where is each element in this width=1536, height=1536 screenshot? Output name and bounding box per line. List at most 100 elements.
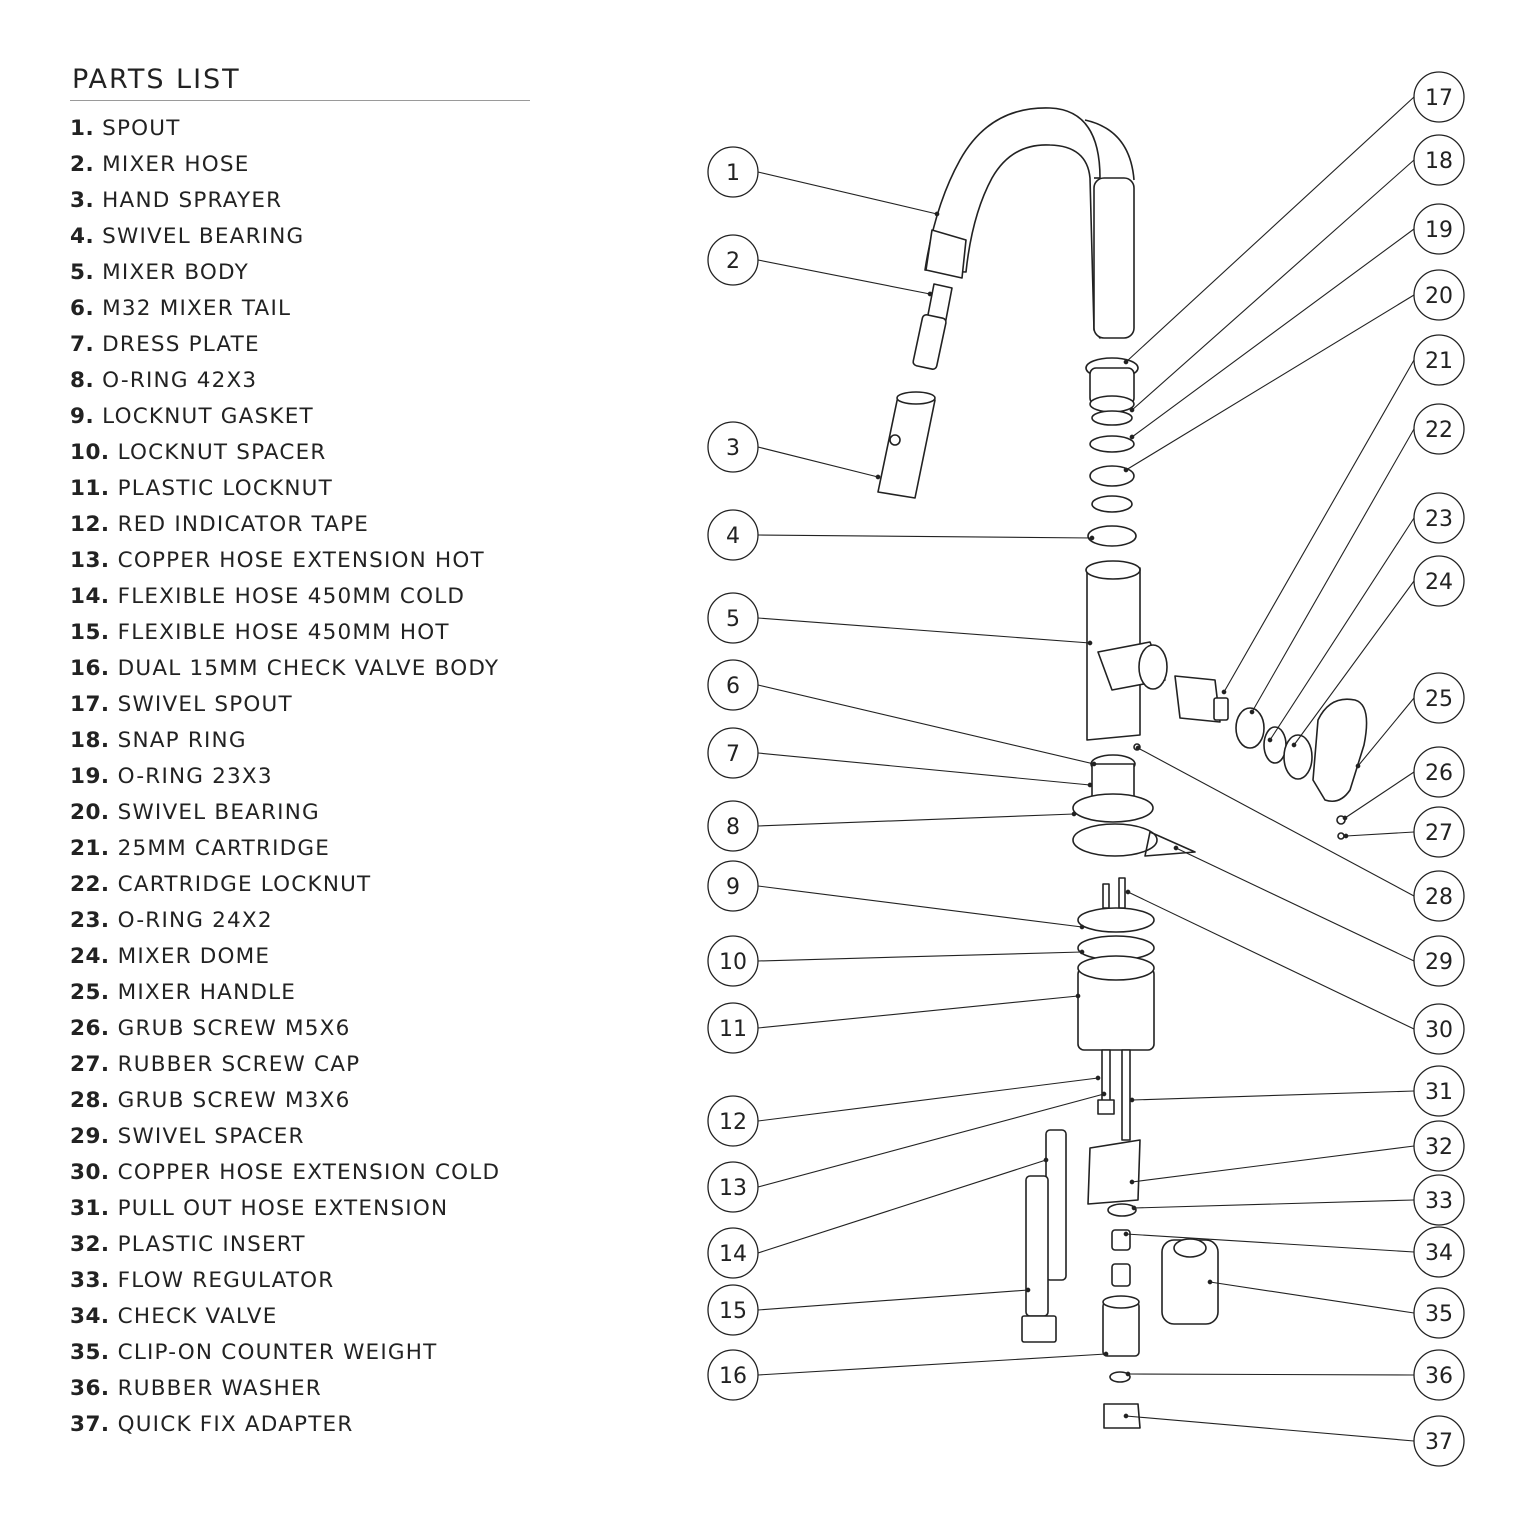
leader-lines [757, 96, 1415, 1442]
part-number: 3. [70, 188, 95, 213]
callout-31: 31 [1413, 1065, 1465, 1117]
part-name: M32 MIXER TAIL [94, 296, 292, 321]
callout-circle [1413, 1287, 1465, 1339]
part-number: 14. [70, 584, 110, 609]
leader-arrow [1123, 467, 1129, 473]
leader-line [757, 1077, 1099, 1122]
part-name: SPOUT [94, 116, 181, 141]
parts-list-item: 4. SWIVEL BEARING [70, 222, 500, 258]
part-name: SWIVEL SPACER [109, 1124, 305, 1149]
leader-line [1223, 359, 1415, 693]
part-name: QUICK FIX ADAPTER [109, 1412, 354, 1437]
part-name: RUBBER WASHER [109, 1376, 322, 1401]
part-number: 33. [70, 1268, 110, 1293]
parts-list-item: 26. GRUB SCREW M5X6 [70, 1014, 500, 1050]
leader-arrow [1249, 709, 1255, 715]
part-number: 2. [70, 152, 95, 177]
leader-line [757, 171, 938, 215]
part-number: 5. [70, 260, 95, 285]
callout-number: 23 [1425, 507, 1453, 532]
leader-line [1125, 294, 1415, 471]
part-name: LOCKNUT GASKET [94, 404, 314, 429]
part-number: 1. [70, 116, 95, 141]
part-number: 4. [70, 224, 95, 249]
callout-12: 12 [707, 1095, 759, 1147]
callout-2: 2 [707, 234, 759, 286]
leader-line [1131, 1090, 1415, 1101]
callout-number: 34 [1425, 1241, 1453, 1266]
callout-number: 6 [726, 674, 740, 699]
parts-list-item: 28. GRUB SCREW M3X6 [70, 1086, 500, 1122]
flexible-hose-hot-part [1025, 1175, 1049, 1317]
leader-line [1131, 159, 1415, 411]
callout-number: 9 [726, 875, 740, 900]
callout-28: 28 [1413, 870, 1465, 922]
leader-arrow [1129, 1179, 1135, 1185]
part-number: 37. [70, 1412, 110, 1437]
leader-line [757, 885, 1083, 928]
leader-arrow [1221, 689, 1227, 695]
part-name: FLEXIBLE HOSE 450MM HOT [109, 620, 450, 645]
callout-circle [1413, 71, 1465, 123]
callout-9: 9 [707, 860, 759, 912]
leader-arrow [1173, 845, 1179, 851]
leader-arrow [1125, 1371, 1131, 1377]
leader-line [1125, 1233, 1415, 1253]
part-name: RED INDICATOR TAPE [109, 512, 370, 537]
callout-circle [1413, 1174, 1465, 1226]
callout-circle [707, 1227, 759, 1279]
callout-circle [707, 421, 759, 473]
part-name: SWIVEL SPOUT [109, 692, 293, 717]
parts-list-item: 15. FLEXIBLE HOSE 450MM HOT [70, 618, 500, 654]
callout-number: 19 [1425, 218, 1453, 243]
parts-list-item: 8. O-RING 42X3 [70, 366, 500, 402]
leader-line [757, 534, 1093, 539]
part-number: 36. [70, 1376, 110, 1401]
part-number: 31. [70, 1196, 110, 1221]
callout-circle [707, 800, 759, 852]
right-callouts: 1718192021222324252627282930313233343536… [1413, 71, 1465, 1467]
part-number: 16. [70, 656, 110, 681]
leader-line [1131, 1145, 1415, 1183]
leader-line [757, 1159, 1047, 1254]
part-name: RUBBER SCREW CAP [109, 1052, 361, 1077]
part-number: 11. [70, 476, 110, 501]
parts-list-item: 33. FLOW REGULATOR [70, 1266, 500, 1302]
part-number: 17. [70, 692, 110, 717]
callout-34: 34 [1413, 1226, 1465, 1278]
leader-arrow [875, 474, 881, 480]
leader-line [757, 995, 1079, 1029]
part-number: 29. [70, 1124, 110, 1149]
part-number: 25. [70, 980, 110, 1005]
part-name: HAND SPRAYER [94, 188, 283, 213]
part-number: 27. [70, 1052, 110, 1077]
callout-circle [707, 234, 759, 286]
callout-number: 14 [719, 1242, 747, 1267]
part-number: 7. [70, 332, 95, 357]
plastic-insert-part [1087, 1139, 1141, 1205]
callout-21: 21 [1413, 334, 1465, 386]
part-number: 10. [70, 440, 110, 465]
parts-list-item: 20. SWIVEL BEARING [70, 798, 500, 834]
leader-arrow [1123, 1413, 1129, 1419]
callout-circle [1413, 1065, 1465, 1117]
callout-circle [1413, 672, 1465, 724]
callout-22: 22 [1413, 403, 1465, 455]
leader-arrow [1087, 640, 1093, 646]
part-name: PLASTIC INSERT [109, 1232, 306, 1257]
callout-circle [1413, 1415, 1465, 1467]
parts-list-item: 17. SWIVEL SPOUT [70, 690, 500, 726]
callout-number: 16 [719, 1364, 747, 1389]
callout-18: 18 [1413, 134, 1465, 186]
leader-line [757, 446, 879, 478]
parts-list-item: 25. MIXER HANDLE [70, 978, 500, 1014]
flexible-hose-cold-part [1045, 1129, 1067, 1281]
callout-number: 21 [1425, 349, 1453, 374]
callout-37: 37 [1413, 1415, 1465, 1467]
part-number: 23. [70, 908, 110, 933]
leader-arrow [1343, 833, 1349, 839]
callout-number: 2 [726, 249, 740, 274]
parts-list-item: 12. RED INDICATOR TAPE [70, 510, 500, 546]
cartridge-part [1174, 675, 1221, 723]
callout-number: 26 [1425, 761, 1453, 786]
